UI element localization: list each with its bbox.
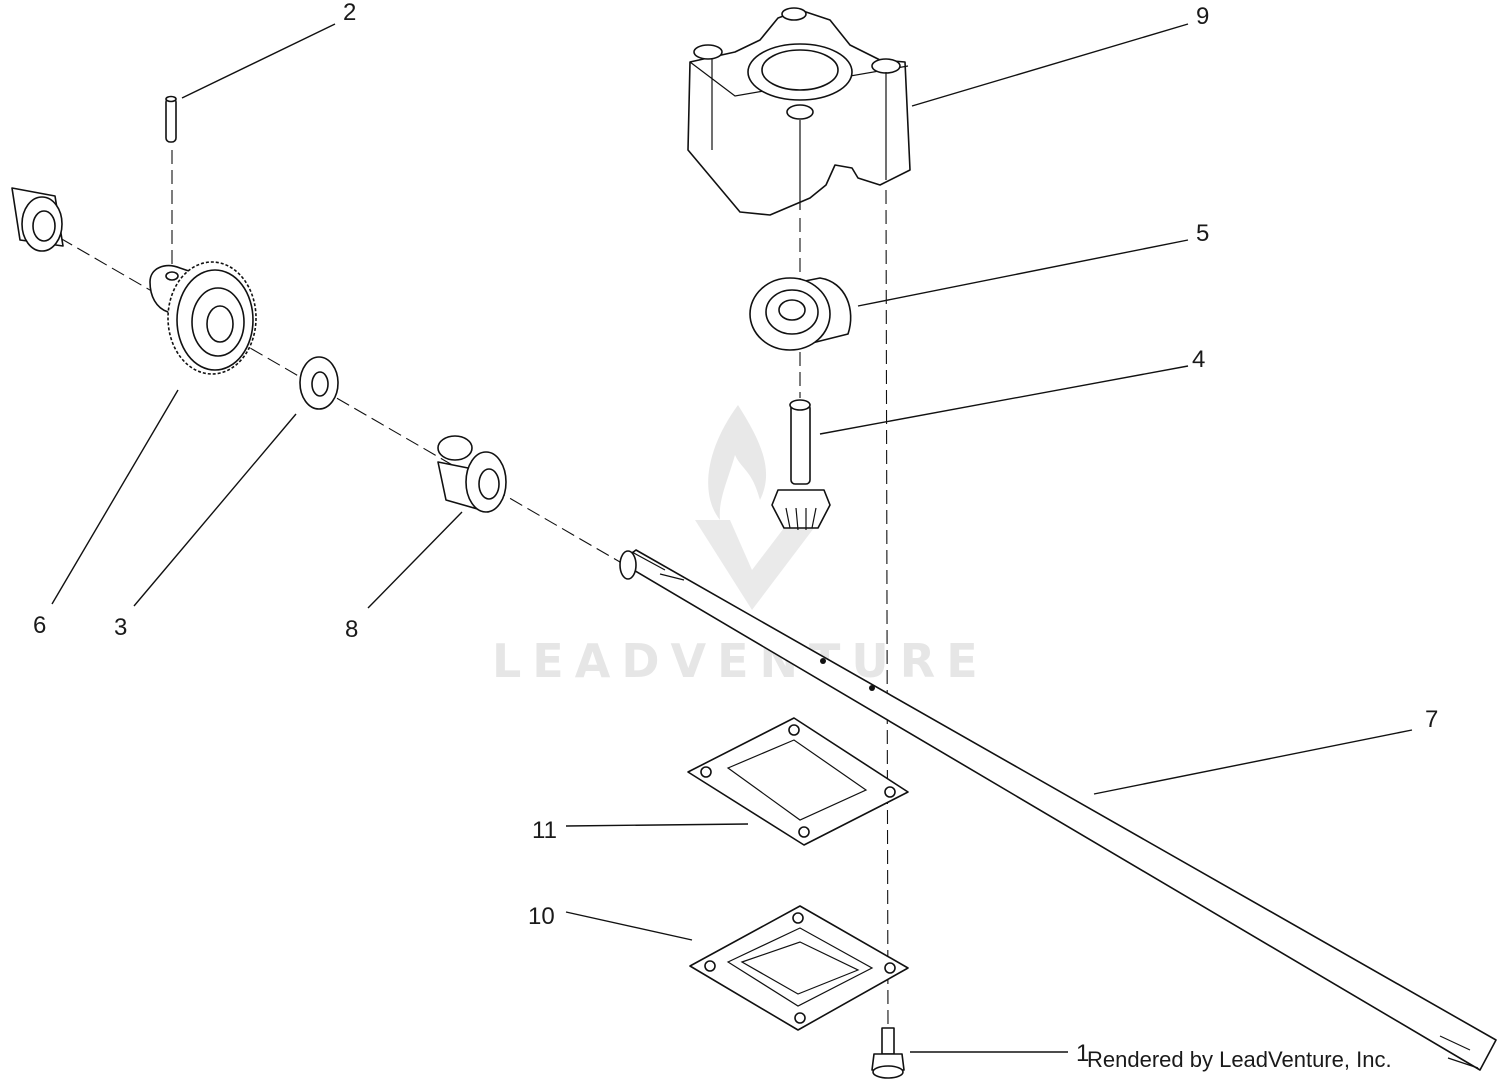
callout-9: 9 [1196,3,1209,30]
callout-1: 1 [1076,1040,1089,1067]
render-credit: Rendered by LeadVenture, Inc. [1087,1047,1392,1072]
callout-3: 3 [114,614,127,641]
callout-4: 4 [1192,346,1205,373]
bushing-right-part [437,435,507,513]
callout-10: 10 [528,903,555,930]
gear-part [149,261,257,375]
watermark-logo [695,405,820,610]
gear-housing-part [687,7,911,216]
callout-8: 8 [345,616,358,643]
shaft-part [619,549,1497,1071]
callout-7: 7 [1425,706,1438,733]
bushing-left-part [11,187,64,252]
cover-plate-part [689,905,909,1031]
callout-5: 5 [1196,220,1209,247]
callout-6: 6 [33,612,46,639]
leader-lines [51,23,1413,1053]
bearing-part [749,277,852,351]
screw-part [871,1027,905,1079]
pinion-gear-part [771,399,831,531]
callout-11: 11 [532,817,557,844]
washer-part [299,356,339,410]
callout-labels: 1 2 3 4 5 6 7 8 9 10 11 [33,0,1438,1067]
callout-2: 2 [343,0,356,26]
gasket-part [687,717,909,846]
roll-pin-part [165,95,177,143]
watermark-text: LEADVENTURE [492,634,989,688]
